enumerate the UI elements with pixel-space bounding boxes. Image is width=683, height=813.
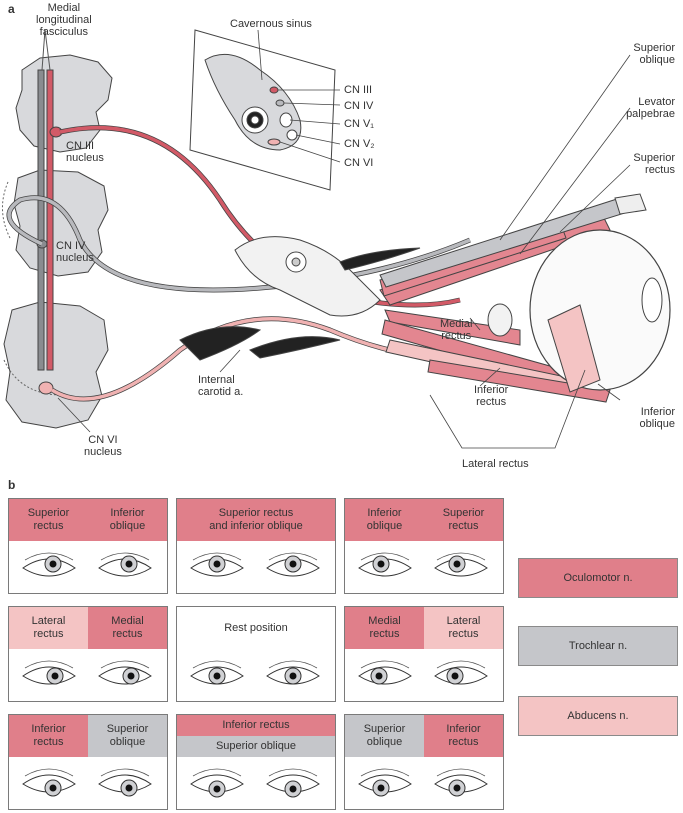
left-eye-icon (98, 660, 152, 685)
eye-pair (190, 768, 320, 798)
extraocular-muscles (379, 197, 629, 403)
eye-pair (190, 660, 320, 685)
right-eye-icon (190, 768, 244, 798)
eye-pair (358, 660, 488, 685)
muscle-label: Superior oblique (177, 736, 335, 757)
label-cn6-nucleus: CN VI nucleus (84, 434, 122, 458)
muscle-label: Inferior oblique (88, 499, 167, 541)
label-internal-carotid: Internal carotid a. (198, 374, 244, 398)
label-cn3: CN III (344, 84, 373, 96)
label-cavernous-sinus: Cavernous sinus (230, 18, 312, 30)
muscle-label: Rest position (177, 607, 335, 649)
brainstem-slice-lower (3, 301, 109, 429)
legend-oculomotor: Oculomotor n. (518, 558, 678, 598)
eye-pair (358, 552, 488, 577)
right-eye-icon (190, 660, 244, 685)
label-inferior-oblique: Inferior oblique (639, 406, 675, 430)
muscle-label: Medial rectus (345, 607, 424, 649)
legend-abducens: Abducens n. (518, 696, 678, 736)
muscle-label: Superior oblique (345, 715, 424, 757)
muscle-label: Superior oblique (88, 715, 167, 757)
muscle-label: Inferior rectus (424, 715, 503, 757)
right-eye-icon (22, 552, 76, 577)
left-eye-icon (434, 552, 488, 577)
trochlea (614, 193, 647, 215)
inferior-oblique-muscle (547, 304, 601, 393)
legend-trochlear: Trochlear n. (518, 626, 678, 666)
label-cn3-nucleus: CN III nucleus (66, 140, 104, 164)
left-eye-icon (266, 768, 320, 798)
eye-pair (22, 768, 152, 797)
panel-a-letter: a (8, 2, 15, 16)
left-eye-icon (434, 660, 488, 685)
left-eye-icon (266, 660, 320, 685)
legend-trochlear-label: Trochlear n. (568, 640, 628, 652)
right-eye-icon (190, 552, 244, 577)
eye-pair (22, 660, 152, 685)
label-lateral-rectus: Lateral rectus (462, 458, 529, 470)
gaze-cell-header: Superior rectus and inferior oblique (177, 499, 335, 541)
eye-pair (22, 552, 152, 577)
label-superior-rectus: Superior rectus (633, 152, 675, 176)
label-cn6: CN VI (344, 157, 374, 169)
legend-abducens-label: Abducens n. (567, 710, 629, 722)
right-eye-icon (358, 660, 412, 685)
gaze-cell-header: Rest position (177, 607, 335, 649)
left-eye-icon (434, 768, 488, 797)
left-eye-icon (266, 552, 320, 577)
muscle-label: Lateral rectus (9, 607, 88, 649)
right-eye-icon (22, 768, 76, 797)
gaze-cell-up: Superior rectus and inferior oblique (176, 498, 336, 594)
label-cn4: CN IV (344, 100, 374, 112)
label-mlf: Medial longitudinal fasciculus (36, 2, 92, 38)
muscle-label: Inferior rectus (177, 715, 335, 736)
label-levator-palpebrae: Levator palpebrae (626, 96, 675, 120)
left-eye-icon (98, 552, 152, 577)
eye-pair (190, 552, 320, 577)
muscle-label: Superior rectus (424, 499, 503, 541)
muscle-label: Lateral rectus (424, 607, 503, 649)
left-eye-icon (98, 768, 152, 797)
mlf-rods (37, 29, 54, 371)
right-eye-icon (358, 768, 412, 797)
label-cn4-nucleus: CN IV nucleus (56, 240, 94, 264)
muscle-label: Inferior rectus (9, 715, 88, 757)
leader-lines (57, 29, 631, 449)
eye-pair (358, 768, 488, 797)
right-eye-icon (22, 660, 76, 685)
label-medial-rectus: Medial rectus (440, 318, 473, 342)
label-cn5-1: CN V₁ (344, 118, 374, 130)
muscle-label: Medial rectus (88, 607, 167, 649)
cavernous-sinus-inset (189, 29, 336, 191)
label-inferior-rectus: Inferior rectus (474, 384, 509, 408)
legend-oculomotor-label: Oculomotor n. (563, 572, 633, 584)
label-superior-oblique: Superior oblique (633, 42, 675, 66)
muscle-label: Superior rectus and inferior oblique (177, 499, 335, 541)
gaze-cell-center: Rest position (176, 606, 336, 702)
anatomy-illustration (2, 29, 671, 449)
cn6-nucleus-dot (38, 381, 54, 395)
label-cn5-2: CN V₂ (344, 138, 375, 150)
muscle-label: Inferior oblique (345, 499, 424, 541)
skull-base (179, 236, 421, 361)
muscle-label: Superior rectus (9, 499, 88, 541)
panel-b-letter: b (8, 478, 16, 492)
brainstem-slice-upper (15, 54, 113, 153)
right-eye-icon (358, 552, 412, 577)
